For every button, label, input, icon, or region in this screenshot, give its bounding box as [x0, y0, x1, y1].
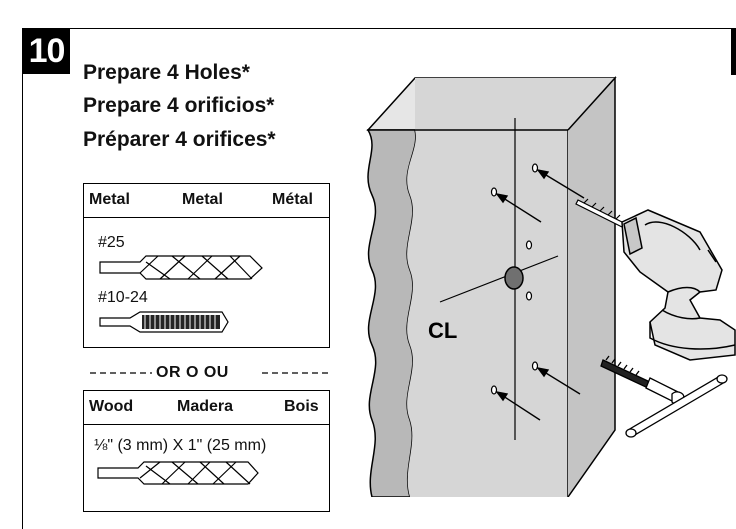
drill-direction-arrows — [495, 168, 585, 421]
power-drill-icon — [621, 209, 736, 361]
tap-icon — [99, 311, 229, 333]
drill-hole-marks — [490, 163, 539, 395]
step-number-badge: 10 — [23, 29, 70, 74]
tap-size-label: #10-24 — [98, 289, 148, 306]
mounting-panel — [366, 76, 617, 497]
metal-header-es: Metal — [182, 191, 223, 208]
installation-diagram: CL — [97, 76, 736, 497]
wood-bit-size-label: ⅛" (3 mm) X 1" (25 mm) — [94, 437, 267, 454]
wood-bit-box: Wood Madera Bois ⅛" (3 mm) X 1" (25 mm) — [83, 390, 330, 512]
next-step-tab — [731, 28, 736, 75]
metal-header-en: Metal — [89, 191, 130, 208]
tap-wrench-icon — [600, 355, 728, 438]
wood-drill-bit-icon — [97, 461, 259, 485]
title-english: Prepare 4 Holes* — [83, 61, 250, 84]
wood-box-header: Wood Madera Bois — [84, 391, 329, 425]
center-hole — [504, 266, 524, 290]
separator-dashes — [90, 372, 330, 374]
wood-header-es: Madera — [177, 398, 234, 415]
wood-header-fr: Bois — [284, 398, 319, 415]
title-spanish: Prepare 4 orificios* — [83, 94, 275, 117]
metal-header-fr: Métal — [272, 191, 313, 208]
step-frame — [22, 28, 736, 529]
metal-bit-size-label: #25 — [98, 234, 125, 251]
separator-or-text: OR O OU — [154, 364, 231, 382]
wood-header-en: Wood — [89, 398, 134, 415]
metal-box-header: Metal Metal Métal — [84, 184, 329, 218]
centerline-label: CL — [428, 318, 457, 343]
metal-drill-bit-icon — [99, 255, 263, 280]
title-french: Préparer 4 orifices* — [83, 128, 276, 151]
